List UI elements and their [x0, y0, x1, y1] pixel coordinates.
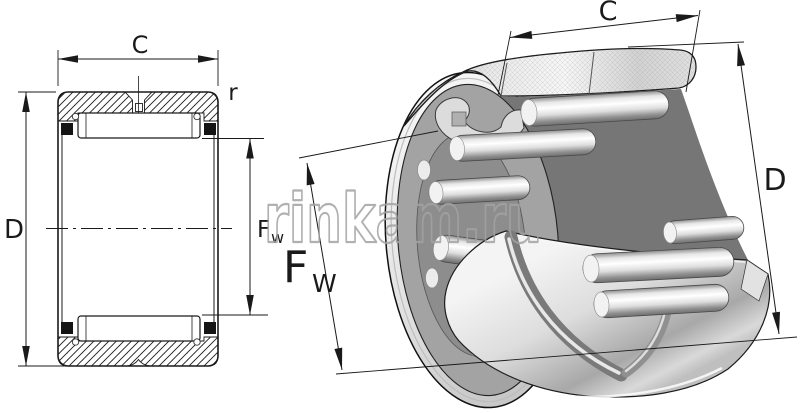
dimension-fw-right: F W: [283, 130, 439, 371]
needle-rollers-3d-right: [582, 215, 745, 319]
dim-label-fw-sub-left: w: [271, 228, 284, 247]
roller-cap: [417, 159, 431, 181]
cage-pocket: [451, 111, 467, 127]
outer-ring-surface: [403, 47, 697, 127]
dim-label-d-right: D: [763, 163, 786, 198]
dimension-c-right: C: [497, 0, 701, 96]
rib-block: [204, 322, 216, 334]
right-3d-view: C D F W: [283, 0, 798, 409]
left-section-view: C D F w r: [4, 31, 284, 367]
dimension-d-left: D: [4, 91, 90, 367]
dim-label-fw-sub-right: W: [312, 269, 337, 298]
outer-ring-bottom-section: [57, 336, 219, 367]
ring-cut-face: [740, 259, 769, 302]
dim-label-fw-right: F: [283, 242, 308, 293]
rib-block: [204, 123, 216, 135]
watermark-text: rinkam.ru: [264, 180, 542, 259]
chamfer-seam: [588, 51, 595, 95]
chamfer-seam: [500, 62, 508, 97]
dim-label-c-left: C: [132, 31, 149, 59]
dimension-fw-left: F w: [202, 138, 284, 316]
outer-ring-outline: [57, 91, 219, 367]
rib-block: [61, 322, 73, 334]
dim-label-c-right: C: [599, 0, 618, 27]
dimension-c-left: C: [57, 31, 219, 86]
dim-label-d-left: D: [4, 215, 24, 245]
dim-label-r: r: [228, 80, 238, 106]
needle-roller-row-bottom: [71, 315, 201, 346]
roller-cap: [425, 267, 439, 289]
needle-roller-row-top: [71, 112, 201, 139]
outer-ring-top-section: [57, 91, 219, 122]
lubrication-hole: [135, 103, 143, 112]
dimension-d-right: D: [335, 41, 798, 375]
dim-label-fw-left: F: [257, 217, 270, 243]
rib-block: [61, 123, 73, 135]
